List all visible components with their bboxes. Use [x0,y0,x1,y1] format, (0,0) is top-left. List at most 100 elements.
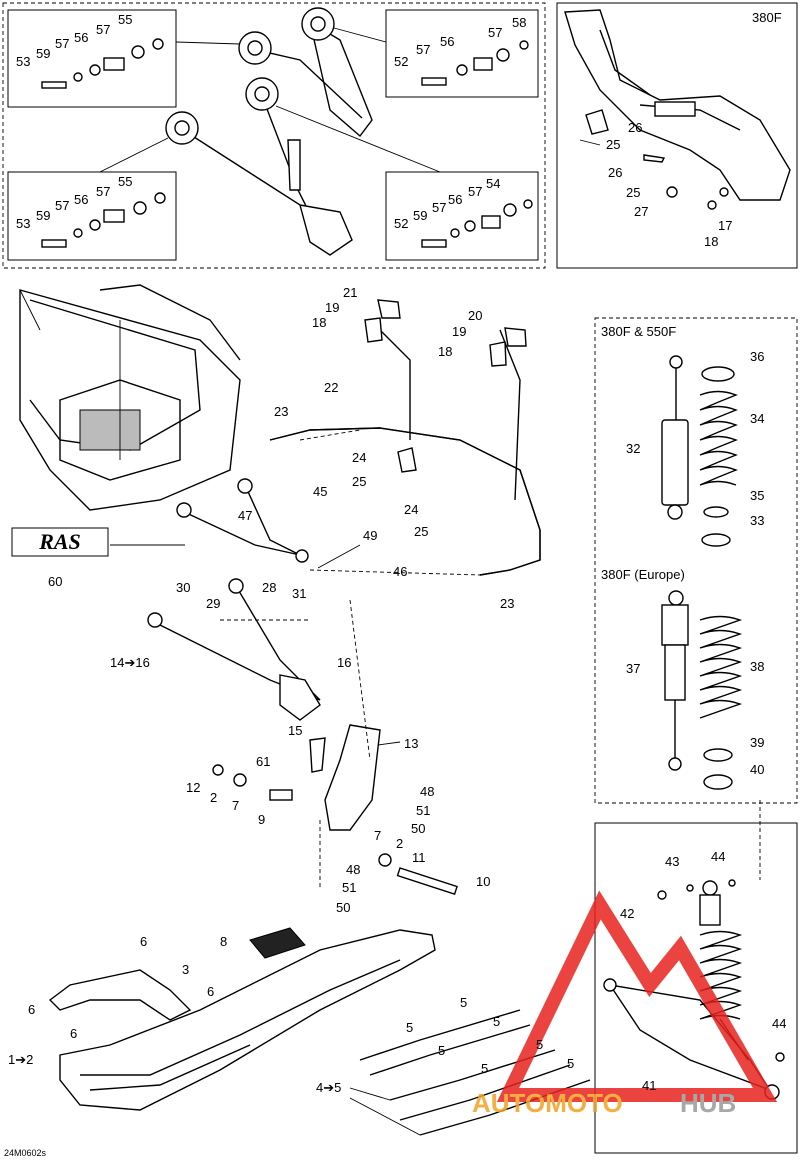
callout: 38 [750,659,764,674]
callout: 6 [70,1026,77,1041]
callout: 56 [448,192,462,207]
callout: 46 [393,564,407,579]
callout: 53 [16,54,30,69]
callout: 25 [352,474,366,489]
callout: 35 [750,488,764,503]
inset-leader-lines [99,27,441,173]
callout: 18 [312,315,326,330]
callout: 1➔2 [8,1052,33,1067]
callout: 5 [536,1037,543,1052]
callout: 57 [488,25,502,40]
panel-shock-assembly [594,822,798,1154]
callout: 47 [238,508,252,523]
shock-380f-550f-drawing [661,355,738,547]
callout: 9 [258,812,265,827]
callout: 23 [274,404,288,419]
callout: 17 [718,218,732,233]
callout: 21 [343,285,357,300]
callout: 14➔16 [110,655,150,670]
callout: 13 [404,736,418,751]
callout: 57 [55,36,69,51]
callout: 5 [460,995,467,1010]
callout: 51 [342,880,356,895]
callout: 56 [74,192,88,207]
callout: 4➔5 [316,1080,341,1095]
callout: 55 [118,12,132,27]
callout: 24 [404,502,418,517]
callout: 6 [140,934,147,949]
callout: 40 [750,762,764,777]
callout: 6 [28,1002,35,1017]
sway-bar-drawing [269,299,541,576]
callout: 22 [324,380,338,395]
callout: 49 [363,528,377,543]
callout: 19 [452,324,466,339]
callout: 48 [420,784,434,799]
callout: 5 [406,1020,413,1035]
callout: 25 [626,185,640,200]
section-title-380f: 380F [752,10,782,25]
assembly-lines [220,429,761,890]
callout: 28 [262,580,276,595]
callout: 3 [182,962,189,977]
watermark-mountain-icon [496,890,778,1102]
top-a-arms-drawing [165,7,373,256]
callout: 61 [256,754,270,769]
callout: 19 [325,300,339,315]
inset-upper-right [385,9,539,98]
callout: 5 [481,1061,488,1076]
panel-380f-frame [556,2,798,269]
callout: 57 [468,184,482,199]
callout-labels: 55 57 56 57 59 53 58 57 56 57 52 55 57 5… [8,12,786,1095]
callout: 56 [74,30,88,45]
callout: 25 [606,137,620,152]
callout: 10 [476,874,490,889]
watermark: AUTOMOTO HUB [472,890,778,1118]
callout: 37 [626,661,640,676]
callout: 60 [48,574,62,589]
callout: 59 [36,208,50,223]
inset-lower-left [7,171,177,261]
callout: 50 [336,900,350,915]
callout: 7 [374,828,381,843]
inset-hardware [41,38,533,248]
callout: 57 [96,22,110,37]
callout: 7 [232,798,239,813]
callout: 6 [207,984,214,999]
callout: 50 [411,821,425,836]
callout: 2 [396,836,403,851]
a-arms-spindle-drawing [147,478,458,896]
callout: 25 [414,524,428,539]
callout: 34 [750,411,764,426]
callout: 59 [36,46,50,61]
inset-lower-right [385,171,539,261]
callout: 44 [711,849,725,864]
callout: 11 [412,850,426,865]
ras-logo-text: RAS [38,529,81,554]
callout: 18 [704,234,718,249]
callout: 16 [337,655,351,670]
callout: 44 [772,1016,786,1031]
section-title-380f-550f: 380F & 550F [601,324,676,339]
callout: 26 [608,165,622,180]
callout: 57 [96,184,110,199]
frame-380f-drawing [564,9,791,210]
callout: 31 [292,586,306,601]
callout: 5 [567,1056,574,1071]
callout: 57 [432,200,446,215]
callout: 30 [176,580,190,595]
callout: 26 [628,120,642,135]
callout: 42 [620,906,634,921]
watermark-text-accent: HUB [680,1088,736,1118]
callout: 57 [55,198,69,213]
panel-shocks [594,317,798,804]
inset-upper-left [7,9,177,108]
callout: 55 [118,174,132,189]
callout: 18 [438,344,452,359]
diagram-ref-code: 24M0602s [4,1148,47,1158]
ski-drawing [48,927,436,1111]
ras-logo: RAS [11,527,109,557]
callout: 36 [750,349,764,364]
